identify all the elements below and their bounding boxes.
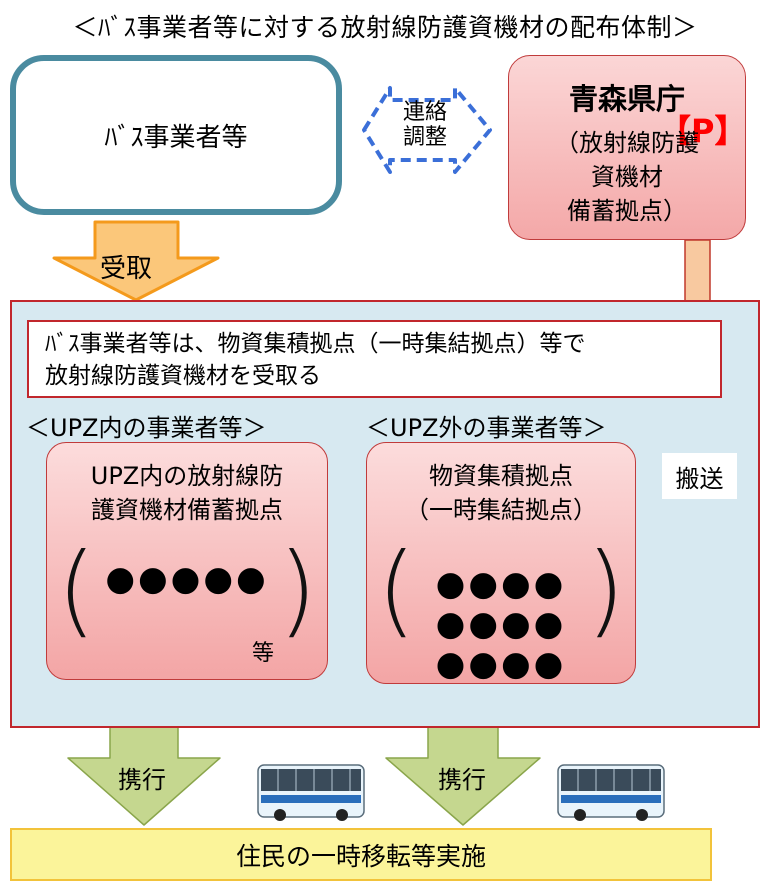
left-bracket: (: [57, 531, 97, 648]
inside-upz-stockpile-box: UPZ内の放射線防 護資機材備蓄拠点 ( ) ●●●●● 等: [46, 442, 328, 680]
note-box: ﾊﾞｽ事業者等は、物資集積拠点（一時集結拠点）等で 放射線防護資機材を受取る: [27, 320, 722, 398]
bus-operator-label: ﾊﾞｽ事業者等: [104, 122, 248, 153]
coordination-arrow: [362, 86, 492, 174]
outside-upz-section-label: ＜UPZ外の事業者等＞: [366, 414, 607, 442]
inside-upz-section-label: ＜UPZ内の事業者等＞: [26, 414, 267, 442]
bus-icon: [257, 764, 365, 821]
outside-upz-dots-row: ●●●●: [435, 564, 567, 604]
receive-label: 受取: [100, 254, 153, 284]
outside-upz-dots-row: ●●●●: [435, 604, 567, 644]
prefecture-title: 青森県庁: [568, 82, 685, 116]
carry-label-right: 携行: [438, 766, 486, 794]
carry-label-left: 携行: [118, 766, 166, 794]
inside-upz-etc: 等: [252, 641, 275, 666]
transport-label: 搬送: [662, 453, 737, 499]
bus-icon: [557, 764, 665, 821]
right-bracket: ): [277, 531, 317, 648]
outside-upz-collection-box: 物資集積拠点 （一時集結拠点） ( ) ●●●● ●●●● ●●●●: [366, 442, 636, 684]
prefecture-badge: 【P】: [659, 112, 747, 150]
receive-arrow: [52, 220, 220, 302]
result-label: 住民の一時移転等実施: [235, 841, 486, 871]
result-box: 住民の一時移転等実施: [10, 828, 712, 881]
prefecture-box: 青森県庁 【P】 （放射線防護 資機材 備蓄拠点）: [508, 55, 746, 240]
inside-upz-dots: ●●●●●: [105, 559, 269, 599]
prefecture-subtitle: （放射線防護 資機材 備蓄拠点）: [555, 129, 699, 225]
outside-upz-box-title: 物資集積拠点 （一時集結拠点）: [405, 462, 597, 524]
coordination-label: 連絡 調整: [402, 100, 447, 150]
bus-operator-box: ﾊﾞｽ事業者等: [10, 55, 342, 215]
left-bracket: (: [377, 531, 417, 648]
diagram-title: ＜ﾊﾞｽ事業者等に対する放射線防護資機材の配布体制＞: [72, 13, 698, 42]
outside-upz-dots-row: ●●●●: [435, 644, 567, 684]
right-bracket: ): [585, 531, 625, 648]
inside-upz-box-title: UPZ内の放射線防 護資機材備蓄拠点: [90, 462, 284, 524]
